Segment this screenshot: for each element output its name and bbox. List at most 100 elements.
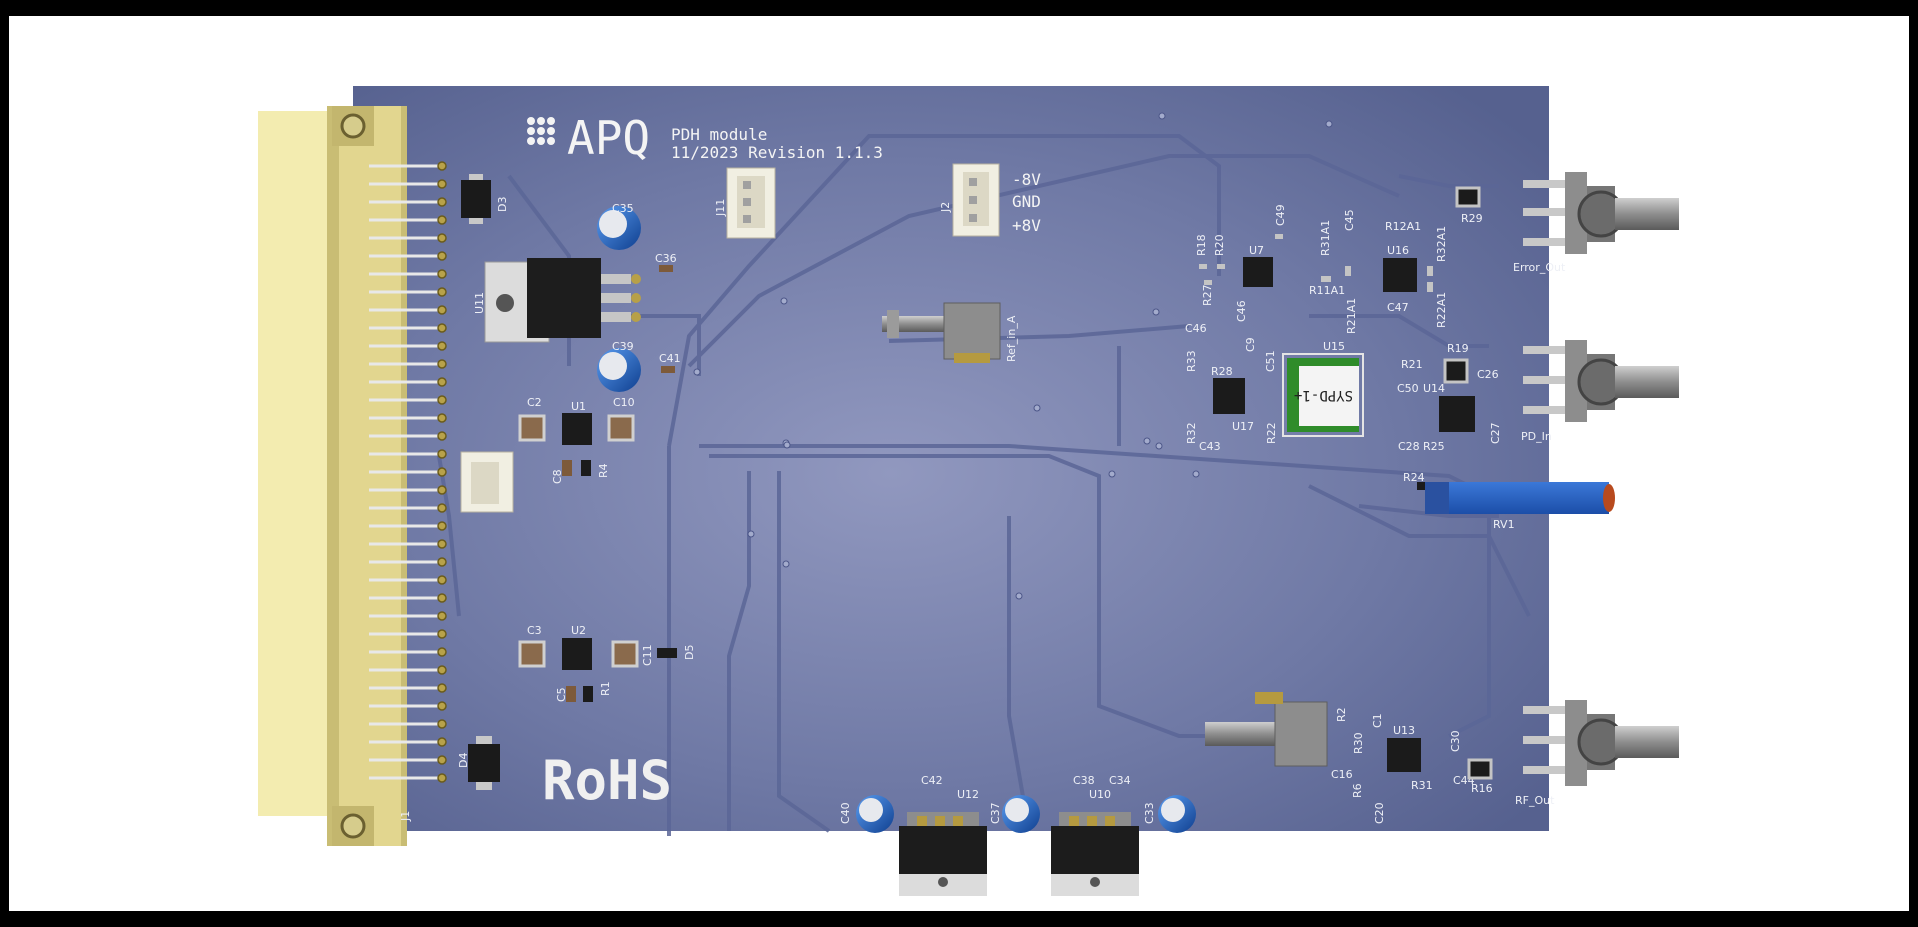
c5-ref: C5 (555, 687, 568, 702)
logo-text: APQ (567, 111, 650, 165)
r32a1-ref: R32A1 (1435, 226, 1448, 262)
c37-ref: C37 (989, 802, 1002, 824)
r22a1-ref: R22A1 (1435, 292, 1448, 328)
c43-ref: C43 (1199, 440, 1221, 453)
sma-ref-label: Ref_in_A (1005, 315, 1018, 362)
u13-amp: U13 R2 C1 R30 C30 C16 R6 R31 C44 C20 R16 (1331, 707, 1493, 824)
d3-ref: D3 (496, 197, 509, 212)
c46a-ref: C46 (1235, 300, 1248, 322)
c1-ref: C1 (1371, 713, 1384, 728)
apq-logo-icon (527, 117, 555, 145)
r18-ref: R18 (1195, 234, 1208, 256)
pd-in-label: PD_In (1521, 430, 1552, 443)
u16-ref: U16 (1387, 244, 1409, 257)
c3-ref: C3 (527, 624, 542, 637)
c45-ref: C45 (1343, 209, 1356, 231)
board-title: PDH module (671, 125, 767, 144)
r2-ref: R2 (1335, 707, 1348, 722)
sma-ref-in: Ref_in_A (882, 302, 1018, 363)
regulator-u10: C38 C34 U10 C33 (1051, 774, 1196, 896)
c28-ref: C28 (1398, 440, 1420, 453)
regulator-u2: U2 C3 C11 D5 C5 R1 (518, 624, 696, 702)
cap-c36: C36 (655, 252, 677, 272)
r19-ref: R19 (1447, 342, 1469, 355)
j11-ref: J11 (714, 199, 727, 217)
header-j11: J11 (714, 167, 776, 239)
c11-ref: C11 (641, 644, 654, 666)
r11a1-ref: R11A1 (1309, 284, 1345, 297)
c2-ref: C2 (527, 396, 542, 409)
d5-ref: D5 (683, 645, 696, 660)
c35-ref: C35 (612, 202, 634, 215)
sma-rf-out: RF_Out (1515, 700, 1679, 807)
u2-ref: U2 (571, 624, 586, 637)
u15-ref: U15 (1323, 340, 1345, 353)
r31-ref: R31 (1411, 779, 1433, 792)
u14-ref: U14 (1423, 382, 1445, 395)
c40-ref: C40 (839, 802, 852, 824)
c10-ref: C10 (613, 396, 635, 409)
r24-ref: R24 (1403, 471, 1425, 484)
r32-ref: R32 (1185, 422, 1198, 444)
c41-ref: C41 (659, 352, 681, 365)
board-branding: APQ PDH module 11/2023 Revision 1.1.3 Ro… (527, 111, 1041, 812)
u14-amp: R21 R19 C50 U14 C26 C28 R25 C27 (1397, 342, 1502, 453)
regulator-u12: C40 C42 U12 C37 (839, 774, 1040, 896)
pcb-board (353, 86, 1549, 831)
r29-res: R29 (1455, 186, 1483, 225)
r31a1-ref: R31A1 (1319, 220, 1332, 256)
rohs-mark: RoHS (542, 749, 672, 812)
r33-ref: R33 (1185, 350, 1198, 372)
c38-ref: C38 (1073, 774, 1095, 787)
c20-ref: C20 (1373, 802, 1386, 824)
r28-ref: R28 (1211, 365, 1233, 378)
c34-ref: C34 (1109, 774, 1131, 787)
j2-ref: J2 (939, 202, 952, 213)
c51-ref: C51 (1264, 350, 1277, 372)
c30-ref: C30 (1449, 730, 1462, 752)
u16-amp: U16 R31A1 C45 R12A1 R11A1 R21A1 C47 R32A… (1309, 209, 1448, 334)
header-power (460, 451, 514, 513)
sma-error-out: Error_Out (1513, 172, 1679, 274)
r29-ref: R29 (1461, 212, 1483, 225)
u13-ref: U13 (1393, 724, 1415, 737)
r21a1-ref: R21A1 (1345, 298, 1358, 334)
regulator-u1: U1 C2 C10 C8 R4 (518, 396, 635, 484)
c47-ref: C47 (1387, 301, 1409, 314)
r12a1-ref: R12A1 (1385, 220, 1421, 233)
cap-c39: C39 (597, 340, 641, 392)
c26-ref: C26 (1477, 368, 1499, 381)
render-canvas: J1 APQ PDH module 11/2023 Revision 1.1.3… (9, 16, 1909, 911)
d4-diode: D4 (457, 736, 500, 790)
u7-ref: U7 (1249, 244, 1264, 257)
c33-ref: C33 (1143, 802, 1156, 824)
edge-connector-j1: J1 (258, 106, 447, 846)
r30-ref: R30 (1352, 732, 1365, 754)
r1-ref: R1 (599, 681, 612, 696)
c42-ref: C42 (921, 774, 943, 787)
rv1-ref: RV1 (1493, 518, 1515, 531)
cap-c41: C41 (659, 352, 681, 373)
u17-ref: U17 (1232, 420, 1254, 433)
pcb-render: J1 APQ PDH module 11/2023 Revision 1.1.3… (258, 86, 1679, 896)
mixer-u15: SYPD-1+ U15 (1282, 340, 1364, 437)
cap-c35: C35 (597, 202, 641, 250)
u17-amp: U17 C46 R33 R28 C9 C51 R32 C43 R22 (1185, 322, 1278, 453)
mount-hole-top (340, 113, 366, 139)
c27-ref: C27 (1489, 422, 1502, 444)
c39-ref: C39 (612, 340, 634, 353)
vias (693, 112, 1333, 600)
u12-ref: U12 (957, 788, 979, 801)
sma-bottom-internal (1205, 692, 1328, 767)
power-label-gnd: GND (1012, 192, 1041, 211)
r27-ref: R27 (1201, 284, 1214, 306)
power-label-pos: +8V (1012, 216, 1041, 235)
u7-amp: U7 R18 R20 R27 C49 C46 (1195, 204, 1287, 322)
c50-ref: C50 (1397, 382, 1419, 395)
trimpot-rv1: R24 RV1 (1403, 471, 1615, 531)
mount-hole-bottom (340, 813, 366, 839)
board-revision: 11/2023 Revision 1.1.3 (671, 143, 883, 162)
r6-ref: R6 (1351, 783, 1364, 798)
u1-ref: U1 (571, 400, 586, 413)
